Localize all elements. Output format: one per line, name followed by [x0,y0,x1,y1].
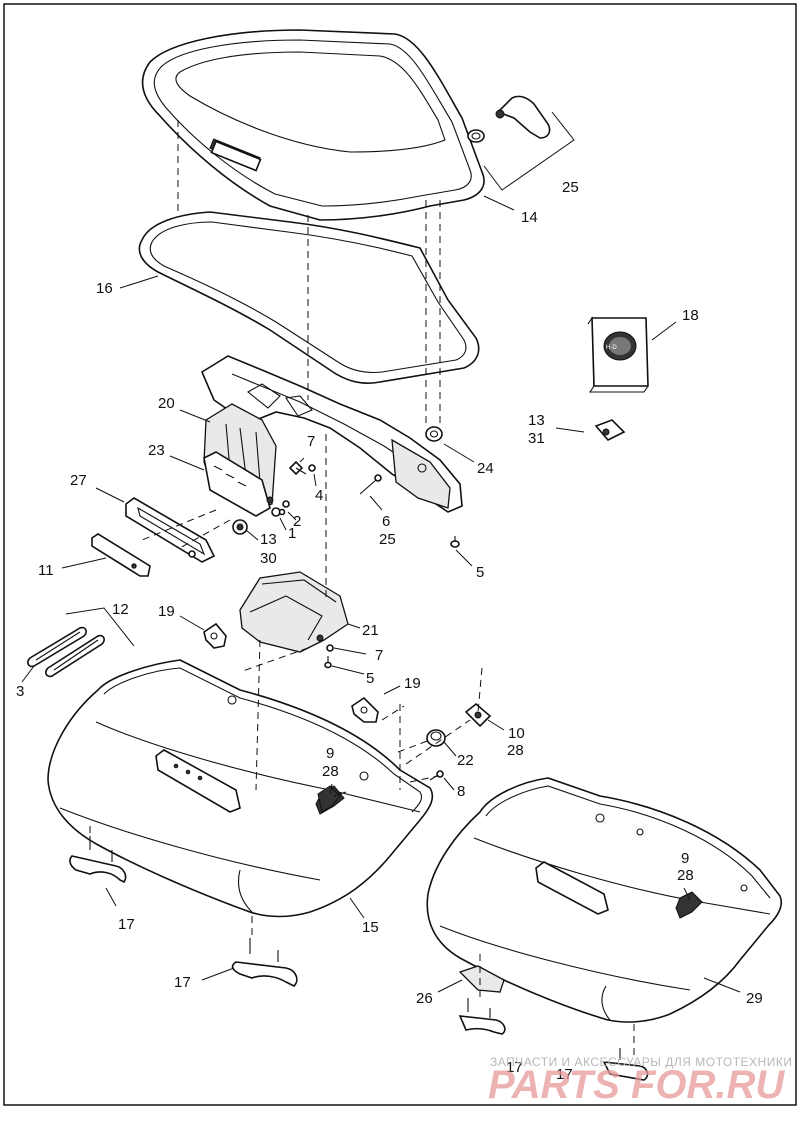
screw-part-8 [429,770,444,781]
callout-13-left: 13 [260,531,277,548]
callout-24: 24 [477,460,494,477]
callout-2: 2 [293,513,301,530]
trim-strip-part-11 [91,533,151,577]
callout-18: 18 [682,307,699,324]
callout-7-upper: 7 [307,433,315,450]
callout-7-lower: 7 [375,647,383,664]
callout-28-right: 28 [677,867,694,884]
callout-23: 23 [148,442,165,459]
pad-part-26 [458,965,505,993]
callout-20: 20 [158,395,175,412]
callout-21: 21 [362,622,379,639]
diagram-border [3,3,797,1106]
watermark-brand: PARTS FOR.RU [488,1063,785,1107]
screw-part-5-upper [450,536,460,548]
screw-part-6 [359,474,382,495]
left-saddlebag-part-15 [47,659,434,918]
callout-5-lower: 5 [366,670,374,687]
callout-1: 1 [288,525,296,542]
callout-31: 31 [528,430,545,447]
callout-15: 15 [362,919,379,936]
callout-16: 16 [96,280,113,297]
screws-middle [324,644,334,669]
callout-9-left: 9 [326,745,334,762]
lid-part-14 [141,29,485,221]
trim-strip-part-27 [125,497,216,563]
callout-labels: 1 2 3 4 5 5 6 7 7 8 9 9 10 11 12 13 13 1… [16,179,763,1083]
alignment-lines [89,120,635,1060]
leader-lines [21,195,741,993]
callout-17-b: 17 [174,974,191,991]
plate-part-10 [464,702,492,728]
callout-19-left: 19 [158,603,175,620]
watermark-caption: ЗАПЧАСТИ И АКСЕССУАРЫ ДЛЯ МОТОТЕХНИКИ [490,1055,792,1069]
callout-28-left: 28 [322,763,339,780]
callout-30: 30 [260,550,277,567]
pad-part-17-a [69,836,127,884]
callout-22: 22 [457,752,474,769]
callout-9-right: 9 [681,850,689,867]
pad-part-17-c [458,998,506,1035]
pad-part-17-d [602,1048,649,1081]
callout-19-right: 19 [404,675,421,692]
callout-10: 10 [508,725,525,742]
callout-5-upper: 5 [476,564,484,581]
pad-part-17-b [231,938,298,987]
callout-3: 3 [16,683,24,700]
callout-4: 4 [315,487,323,504]
callout-28-middle: 28 [507,742,524,759]
reflector-strips-part-3-12 [27,607,135,678]
callout-26: 26 [416,990,433,1007]
callout-12: 12 [112,601,129,618]
callout-17-c: 17 [506,1059,523,1076]
svg-text:H-D: H-D [606,345,617,351]
knob-part-9-28-left [317,785,347,813]
callout-6: 6 [382,513,390,530]
callout-14: 14 [521,209,538,226]
callout-13-right: 13 [528,412,545,429]
watermark: ЗАПЧАСТИ И АКСЕССУАРЫ ДЛЯ МОТОТЕХНИКИ PA… [488,1055,792,1107]
callout-27: 27 [70,472,87,489]
lid-knob-part-25 [467,95,575,191]
callout-25-upper: 25 [562,179,579,196]
right-saddlebag-part-29 [426,777,783,1023]
callout-8: 8 [457,783,465,800]
clip-part-19-right [351,696,379,723]
callout-17-d: 17 [556,1066,573,1083]
screws-1-2-4-7 [232,460,316,535]
latch-part-13-31 [594,419,626,441]
clip-part-19-left [203,622,227,649]
washer-part-24 [425,426,443,442]
grommet-part-22 [426,729,446,747]
manual-part-18: H-D [587,316,649,393]
callout-25-lower: 25 [379,531,396,548]
seal-part-16 [138,211,480,385]
callout-17-a: 17 [118,916,135,933]
callout-29: 29 [746,990,763,1007]
shield-part-21 [239,571,349,653]
callout-11: 11 [38,562,54,579]
